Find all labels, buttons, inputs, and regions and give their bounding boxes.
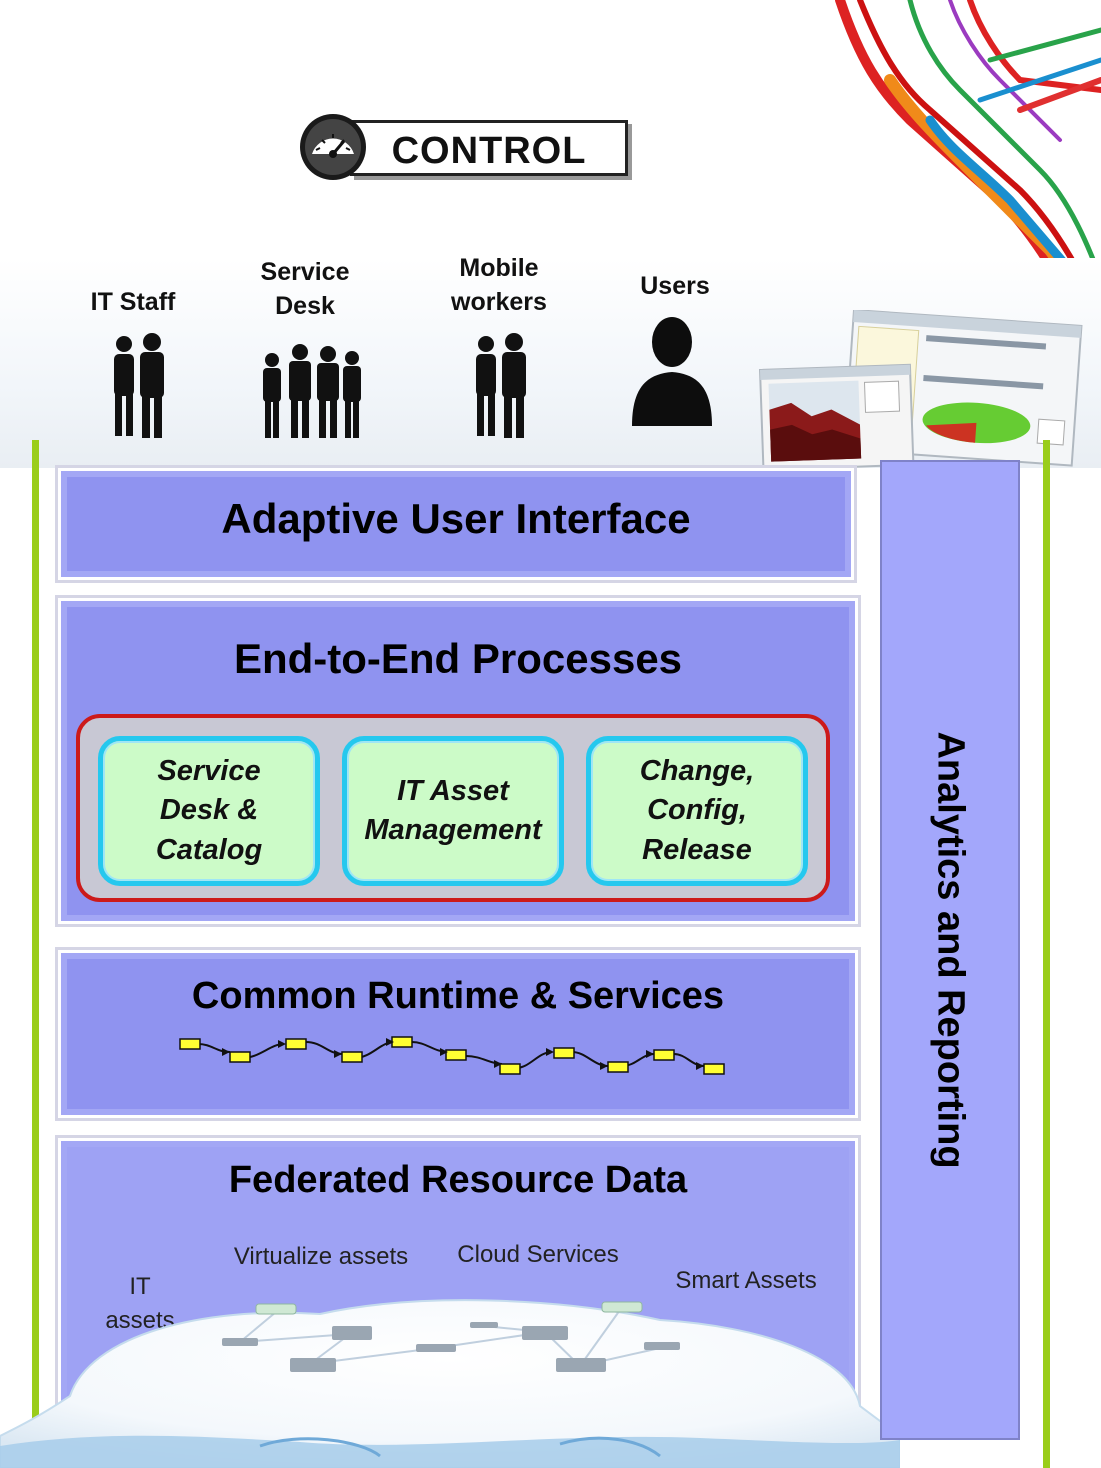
process-group: Service Desk & Catalog IT Asset Manageme… xyxy=(76,714,830,902)
process-change-config-release: Change, Config, Release xyxy=(586,736,808,886)
control-box: CONTROL xyxy=(350,120,628,176)
resource-cloud-services: Cloud Services xyxy=(457,1241,619,1268)
user-silhouette-icon xyxy=(632,317,712,426)
people-icon xyxy=(114,333,164,438)
layer-title-ui: Adaptive User Interface xyxy=(221,495,691,542)
control-badge: CONTROL xyxy=(298,112,634,182)
persona-label-mobile-workers: Mobile workers xyxy=(451,254,547,316)
layer-common-runtime-services: Common Runtime & Services xyxy=(58,950,858,1118)
workflow-icon xyxy=(179,1036,725,1075)
gauge-icon xyxy=(300,114,366,180)
resource-smart-assets: Smart Assets xyxy=(675,1267,817,1294)
process-it-asset-management: IT Asset Management xyxy=(342,736,564,886)
persona-label-service-desk: Service Desk xyxy=(260,258,350,320)
dashboard-screenshot-icon xyxy=(758,310,1083,471)
analytics-reporting-column: Analytics and Reporting xyxy=(880,460,1020,1440)
layer-title-runtime: Common Runtime & Services xyxy=(191,975,725,1017)
persona-label-users: Users xyxy=(640,272,710,300)
layer-adaptive-user-interface: Adaptive User Interface xyxy=(58,468,854,580)
people-icon xyxy=(476,333,526,438)
resource-virtualize-assets: Virtualize assets xyxy=(233,1243,409,1270)
people-icon xyxy=(263,344,361,438)
architecture-frame xyxy=(32,440,1050,1468)
layer-title-data: Federated Resource Data xyxy=(228,1159,688,1201)
layer-title-processes: End-to-End Processes xyxy=(233,635,683,682)
network-cloud-icon xyxy=(0,1299,900,1468)
persona-label-it-staff: IT Staff xyxy=(90,288,176,316)
analytics-label: Analytics and Reporting xyxy=(929,731,972,1169)
process-service-desk-catalog: Service Desk & Catalog xyxy=(98,736,320,886)
control-label: CONTROL xyxy=(391,130,587,172)
